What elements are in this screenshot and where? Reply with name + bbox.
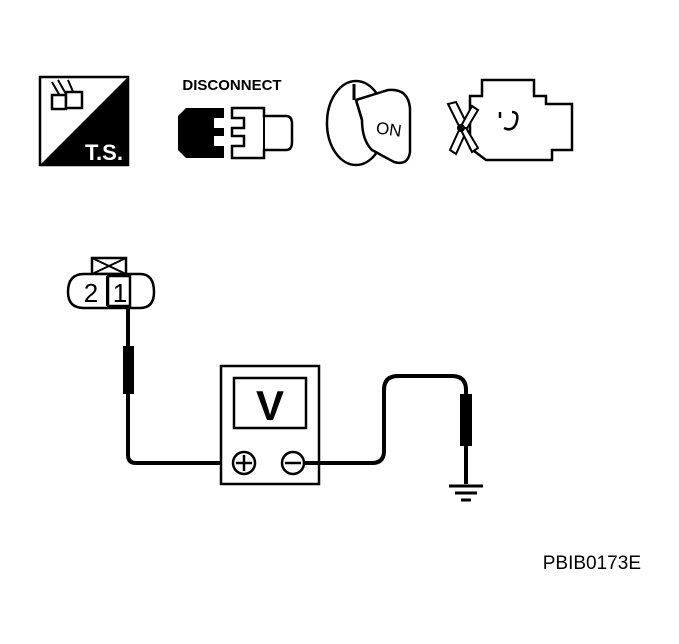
tester-icon: T.S. (38, 75, 130, 167)
ignition-key-icon: ON (325, 79, 412, 167)
ts-label: T.S. (85, 140, 123, 165)
disconnect-label: DISCONNECT (182, 77, 281, 94)
ignition-on-label: ON (375, 118, 403, 140)
harness-connector: 2 1 (66, 256, 156, 310)
connector-pin-2: 2 (84, 278, 98, 308)
engine-icon (446, 78, 574, 162)
voltmeter-symbol: V (256, 382, 284, 429)
figure-code: PBIB0173E (543, 553, 641, 574)
negative-lead (304, 374, 472, 484)
ground-icon (449, 484, 483, 502)
disconnect-icon: DISCONNECT (178, 77, 294, 160)
connector-pin-1: 1 (113, 278, 127, 308)
positive-lead (123, 308, 232, 465)
voltmeter: V (219, 364, 321, 486)
